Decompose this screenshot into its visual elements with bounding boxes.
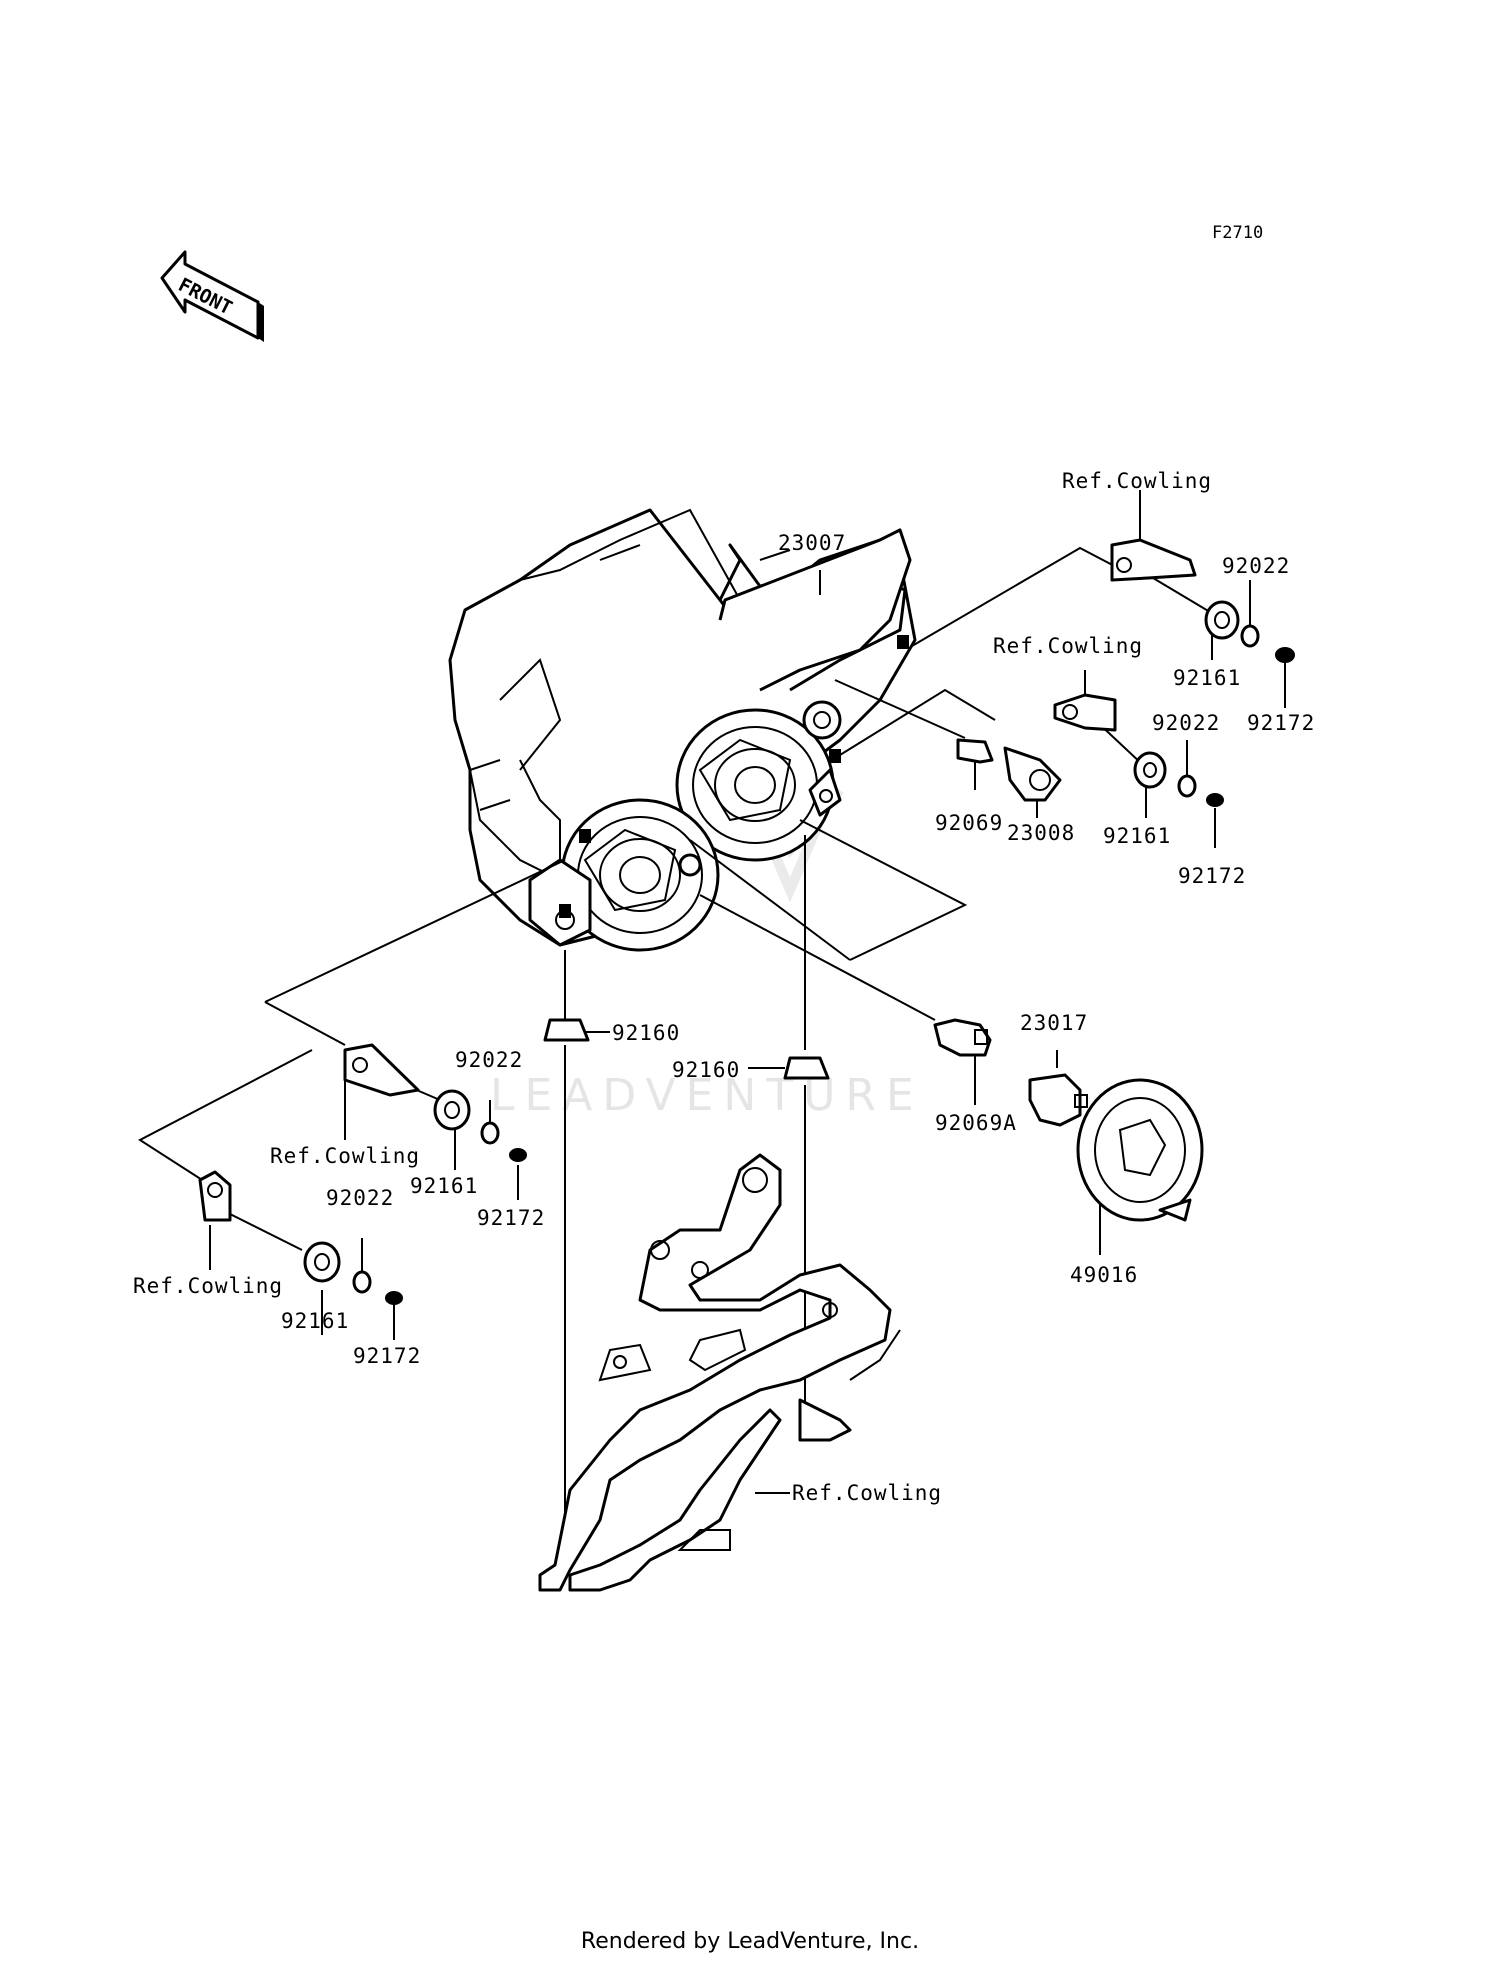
label-23017: 23017 xyxy=(1020,1011,1088,1035)
rubber-pins xyxy=(543,1018,830,1080)
label-92161-upper-left: 92161 xyxy=(410,1174,478,1198)
label-92160-left: 92160 xyxy=(612,1021,680,1045)
right-hardware xyxy=(933,538,1295,1222)
label-92069: 92069 xyxy=(935,811,1003,835)
label-92161-lower-right: 92161 xyxy=(1103,824,1171,848)
label-92022-lower-left: 92022 xyxy=(326,1186,394,1210)
label-23008: 23008 xyxy=(1007,821,1075,845)
label-ref-cowling-4: Ref.Cowling xyxy=(133,1274,283,1298)
label-92022-lower-right: 92022 xyxy=(1152,711,1220,735)
label-92161-upper-right: 92161 xyxy=(1173,666,1241,690)
label-92022-upper-left: 92022 xyxy=(455,1048,523,1072)
front-arrow-icon: FRONT xyxy=(160,250,264,342)
headlight-assembly xyxy=(448,508,917,952)
watermark-text: LEADVENTURE xyxy=(490,1070,924,1121)
label-ref-cowling-1: Ref.Cowling xyxy=(1062,469,1212,493)
diagram-code: F2710 xyxy=(1212,223,1263,243)
label-92022-upper-right: 92022 xyxy=(1222,554,1290,578)
label-ref-cowling-3: Ref.Cowling xyxy=(270,1144,420,1168)
label-92172-lower-right: 92172 xyxy=(1178,864,1246,888)
label-92069a: 92069A xyxy=(935,1111,1017,1135)
label-23007: 23007 xyxy=(778,531,846,555)
label-ref-cowling-5: Ref.Cowling xyxy=(792,1481,942,1505)
label-ref-cowling-2: Ref.Cowling xyxy=(993,634,1143,658)
left-hardware xyxy=(198,1043,527,1305)
label-92161-lower-left: 92161 xyxy=(281,1309,349,1333)
leader-lines xyxy=(138,490,1286,1570)
part-labels: 23007 92069 23008 92069A 23017 49016 921… xyxy=(133,469,1315,1505)
cowling-frame xyxy=(538,1153,901,1592)
label-92160-right: 92160 xyxy=(672,1058,740,1082)
label-92172-upper-right: 92172 xyxy=(1247,711,1315,735)
footer-credit: Rendered by LeadVenture, Inc. xyxy=(581,1929,919,1954)
label-49016: 49016 xyxy=(1070,1263,1138,1287)
label-92172-lower-left: 92172 xyxy=(353,1344,421,1368)
label-92172-upper-left: 92172 xyxy=(477,1206,545,1230)
